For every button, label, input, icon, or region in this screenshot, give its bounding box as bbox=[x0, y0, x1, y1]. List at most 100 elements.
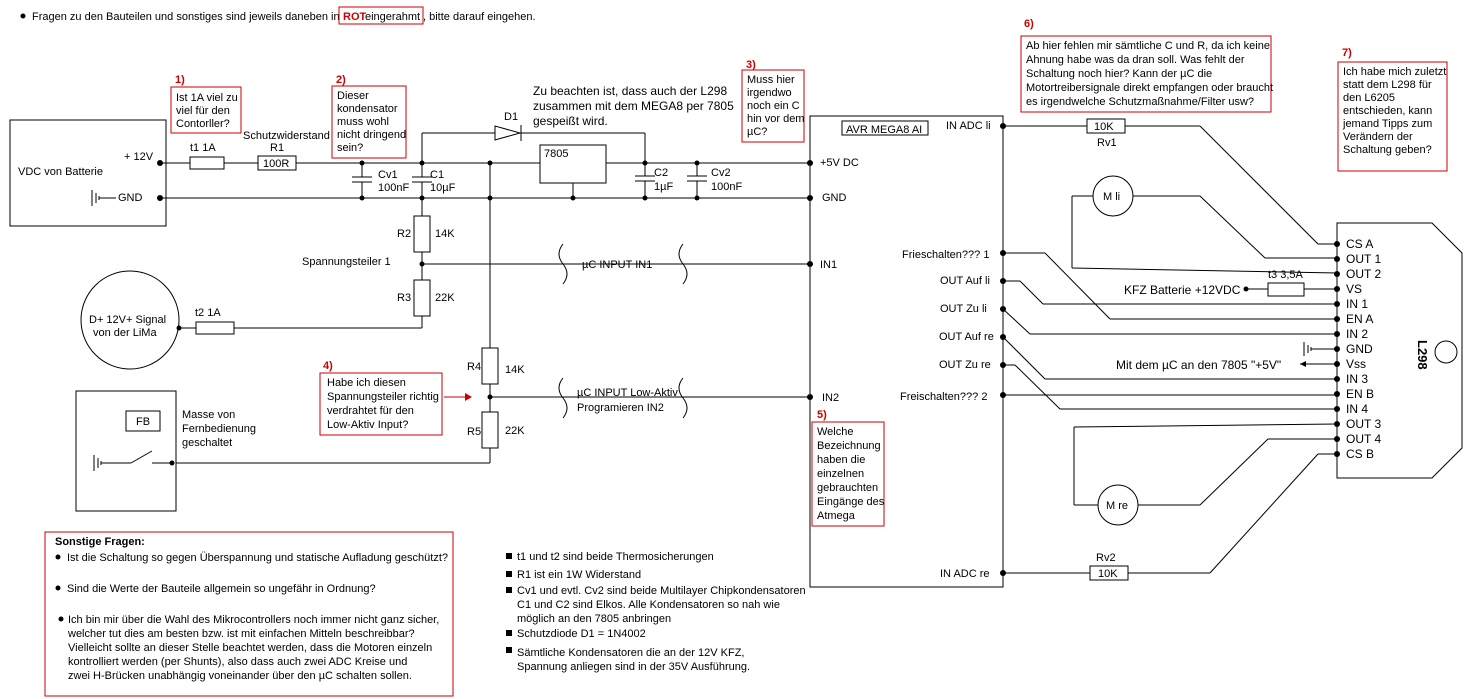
avr-title-box bbox=[841, 120, 929, 136]
q7-line-2: statt dem L298 für bbox=[1343, 79, 1432, 91]
sonstige-b1: Ist die Schaltung so gegen Überspannung … bbox=[67, 552, 448, 564]
note-3-line-2: C1 und C2 sind Elkos. Alle Kondensatoren… bbox=[517, 599, 780, 611]
l298-pin-dot bbox=[1334, 376, 1340, 382]
l298-pin-label: GND bbox=[1346, 342, 1373, 356]
l298-pin-label: EN B bbox=[1346, 387, 1374, 401]
reg-label: 7805 bbox=[544, 148, 568, 160]
lima-line2: von der LiMa bbox=[93, 327, 157, 339]
q1-line-1: Ist 1A viel zu bbox=[176, 92, 238, 104]
q3-line-1: Muss hier bbox=[747, 74, 795, 86]
q7-line-6: Verändern der bbox=[1343, 131, 1413, 143]
d1-label: D1 bbox=[504, 111, 518, 123]
q2-num: 2) bbox=[336, 74, 346, 86]
sonstige-b3-line-3: Vielleicht sollte an dieser Stelle beach… bbox=[68, 642, 432, 654]
question-6: 6) Ab hier fehlen mir sämtliche C und R,… bbox=[1020, 18, 1273, 113]
q6-line-3: Schaltung noch hier? Kann der µC die bbox=[1026, 68, 1212, 80]
l298-pin-dot bbox=[1334, 361, 1340, 367]
l298-pin-label: VS bbox=[1346, 282, 1362, 296]
l298-pin-dot bbox=[1334, 301, 1340, 307]
sonstige-title: Sonstige Fragen: bbox=[55, 536, 145, 548]
q3-num: 3) bbox=[746, 59, 756, 71]
l298-chip bbox=[1336, 222, 1463, 479]
kfz-label: KFZ Batterie +12VDC bbox=[1124, 283, 1241, 297]
l298-pin-dot bbox=[1334, 256, 1340, 262]
rv2-label: Rv2 bbox=[1096, 552, 1116, 564]
r4-value: 14K bbox=[505, 364, 525, 376]
sonstige-b3-line-2: welcher tut dies am besten bzw. ist mit … bbox=[67, 628, 415, 640]
q4-line-1: Habe ich diesen bbox=[327, 377, 406, 389]
cv1-value: 100nF bbox=[378, 182, 409, 194]
divider-label: Spannungsteiler 1 bbox=[302, 256, 391, 268]
sonstige-b3-line-4: kontrolliert werden (per Shunts), also d… bbox=[68, 656, 407, 668]
q6-line-4: Motortreibersignale direkt empfangen ode… bbox=[1026, 82, 1273, 94]
r3-value: 22K bbox=[435, 292, 455, 304]
l298-pin-dot bbox=[1334, 346, 1340, 352]
q5-line-3: haben die bbox=[817, 454, 865, 466]
avr-vcc: +5V DC bbox=[820, 157, 859, 169]
q4-line-4: Low-Aktiv Input? bbox=[327, 419, 408, 431]
schutz-label: Schutzwiderstand bbox=[243, 130, 330, 142]
q2-line-3: muss wohl bbox=[337, 116, 389, 128]
note-1: t1 und t2 sind beide Thermosicherungen bbox=[517, 551, 714, 563]
l298-pin-label: CS A bbox=[1346, 237, 1373, 251]
c2-value: 1µF bbox=[654, 181, 673, 193]
q2-line-5: sein? bbox=[337, 142, 363, 154]
header-red-box bbox=[338, 6, 424, 25]
fb-line3: geschaltet bbox=[182, 437, 232, 449]
q1-line-2: viel für den bbox=[176, 105, 230, 117]
note-3-line-3: möglich an den 7805 anbringen bbox=[517, 613, 671, 625]
r1-value: 100R bbox=[263, 158, 289, 170]
avr-title: AVR MEGA8 AI bbox=[846, 124, 922, 136]
l298-pin-dot bbox=[1334, 421, 1340, 427]
q3-line-2: irgendwo bbox=[747, 87, 792, 99]
note-5: Sämtliche Kondensatoren die an der 12V K… bbox=[517, 647, 750, 673]
lima-line1: D+ 12V+ Signal bbox=[89, 314, 166, 326]
fuse-t2 bbox=[195, 321, 235, 335]
uc-input2-line2: Programieren IN2 bbox=[577, 402, 664, 414]
r1-label: R1 bbox=[270, 142, 284, 154]
t1-label: t1 1A bbox=[190, 142, 216, 154]
q6-num: 6) bbox=[1024, 18, 1034, 30]
l298-pin-dot bbox=[1334, 391, 1340, 397]
q2-line-2: kondensator bbox=[337, 103, 398, 115]
q6-line-5: es irgendwelche Schutzmaßnahme/Filter us… bbox=[1026, 96, 1254, 108]
fb-line1: Masse von bbox=[182, 409, 235, 421]
battery-label: VDC von Batterie bbox=[18, 166, 103, 178]
r4-label: R4 bbox=[467, 361, 481, 373]
sonstige-box bbox=[44, 531, 454, 697]
avr-in2: IN2 bbox=[822, 392, 839, 404]
l298-pin-label: EN A bbox=[1346, 312, 1373, 326]
q7-line-1: Ich habe mich zuletzt bbox=[1343, 66, 1446, 78]
r3-label: R3 bbox=[397, 292, 411, 304]
avr-in1: IN1 bbox=[820, 259, 837, 271]
note-4: Schutzdiode D1 = 1N4002 bbox=[517, 628, 646, 640]
l298-pin-label: OUT 2 bbox=[1346, 267, 1381, 281]
avr-frei1: Frieschalten??? 1 bbox=[902, 249, 989, 261]
fuse-t3 bbox=[1267, 282, 1305, 297]
uc-input1: µC INPUT IN1 bbox=[582, 259, 652, 271]
sonstige-b3-line-1: Ich bin mir über die Wahl des Mikrocontr… bbox=[68, 614, 439, 626]
avr-adc-re: IN ADC re bbox=[940, 568, 990, 580]
r5-label: R5 bbox=[467, 426, 481, 438]
ground-symbol-fb bbox=[93, 450, 172, 471]
q7-num: 7) bbox=[1342, 47, 1352, 59]
l298-pin-label: IN 1 bbox=[1346, 297, 1368, 311]
header-bullet bbox=[20, 13, 26, 19]
cv2-value: 100nF bbox=[711, 181, 742, 193]
rv2-value: 10K bbox=[1098, 568, 1118, 580]
gnd-label: GND bbox=[118, 192, 143, 204]
l298-pin-dot bbox=[1334, 406, 1340, 412]
q1-line-3: Contorller? bbox=[176, 118, 230, 130]
l298-pin-dot bbox=[1334, 271, 1340, 277]
t2-label: t2 1A bbox=[195, 307, 221, 319]
r5-value: 22K bbox=[505, 425, 525, 437]
q6-line-1: Ab hier fehlen mir sämtliche C und R, da… bbox=[1026, 40, 1270, 52]
q7-line-3: den L6205 bbox=[1343, 92, 1395, 104]
q4-line-3: verdrahtet für den bbox=[327, 405, 414, 417]
sonstige-b3: Ich bin mir über die Wahl des Mikrocontr… bbox=[67, 614, 439, 682]
q4-line-2: Spannungsteiler richtig bbox=[327, 391, 439, 403]
